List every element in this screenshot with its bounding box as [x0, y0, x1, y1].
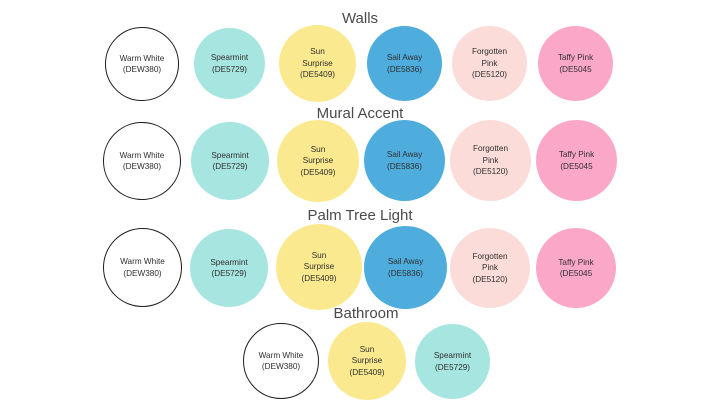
swatch-code: (DE5409): [299, 70, 336, 80]
swatch-code: (DE5120): [471, 70, 508, 80]
color-swatch-mural-accent-warm-white[interactable]: Warm White (DEW380): [103, 122, 181, 200]
swatch-code: (DEW380): [261, 362, 301, 371]
color-swatch-mural-accent-sail-away[interactable]: Sail Away (DE5836): [364, 120, 445, 201]
swatch-name: Sun: [311, 250, 327, 260]
color-swatch-mural-accent-taffy-pink[interactable]: Taffy Pink (DE5045: [536, 120, 617, 201]
color-swatch-walls-spearmint[interactable]: Spearmint (DE5729): [194, 28, 265, 99]
swatch-name: Warm White: [119, 53, 165, 63]
swatch-name-line2: Pink: [482, 155, 499, 165]
color-swatch-walls-warm-white[interactable]: Warm White (DEW380): [105, 27, 179, 101]
swatch-name: Sun: [310, 47, 325, 57]
swatch-code: (DE5120): [472, 167, 509, 177]
swatch-code: (DE5120): [472, 274, 508, 284]
swatch-name: Forgotten: [472, 251, 508, 261]
color-swatch-walls-sail-away[interactable]: Sail Away (DE5836): [367, 26, 442, 101]
swatch-code: (DEW380): [122, 65, 162, 74]
swatch-name: Sun: [359, 344, 375, 354]
swatch-name-line2: Pink: [481, 58, 498, 68]
swatch-code: (DE5045: [560, 161, 593, 171]
swatch-name: Sail Away: [387, 257, 424, 266]
swatch-code: (DE5045: [559, 64, 592, 74]
swatch-name: Warm White: [119, 150, 165, 160]
swatch-name: Spearmint: [210, 53, 249, 62]
color-swatch-palm-tree-light-warm-white[interactable]: Warm White (DEW380): [103, 228, 182, 307]
color-swatch-palm-tree-light-sail-away[interactable]: Sail Away (DE5836): [364, 226, 447, 309]
swatch-name: Taffy Pink: [557, 53, 594, 62]
swatch-code: (DEW380): [122, 162, 162, 171]
swatch-name-line2: Surprise: [351, 356, 383, 366]
swatch-code: (DE5729): [211, 64, 248, 74]
color-swatch-palm-tree-light-spearmint[interactable]: Spearmint (DE5729): [190, 229, 268, 307]
swatch-code: (DE5045: [559, 269, 593, 278]
color-swatch-bathroom-spearmint[interactable]: Spearmint (DE5729): [415, 324, 490, 399]
swatch-name: Sail Away: [386, 150, 423, 159]
color-swatch-palm-tree-light-taffy-pink[interactable]: Taffy Pink (DE5045: [536, 228, 616, 308]
swatch-name: Sun: [310, 144, 326, 154]
swatch-name-line2: Pink: [482, 263, 498, 273]
swatch-name-line2: Surprise: [303, 262, 335, 272]
swatch-code: (DE5729): [212, 162, 248, 171]
swatch-code: (DE5409): [301, 273, 337, 283]
swatch-name: Sail Away: [386, 53, 423, 62]
swatch-code: (DE5836): [386, 64, 423, 74]
swatch-name: Taffy Pink: [558, 150, 595, 159]
section-heading-bathroom: Bathroom: [333, 305, 399, 322]
swatch-name: Warm White: [258, 350, 304, 360]
swatch-name: Taffy Pink: [558, 257, 594, 267]
color-swatch-mural-accent-spearmint[interactable]: Spearmint (DE5729): [191, 122, 269, 200]
swatch-name: Forgotten: [472, 144, 509, 154]
color-swatch-bathroom-warm-white[interactable]: Warm White (DEW380): [243, 323, 319, 399]
swatch-name: Spearmint: [210, 257, 248, 267]
section-heading-walls: Walls: [341, 10, 379, 27]
swatch-code: (DE5836): [386, 161, 423, 171]
section-heading-mural-accent: Mural Accent: [316, 105, 404, 122]
swatch-code: (DE5729): [211, 269, 247, 278]
swatch-name: Forgotten: [471, 47, 508, 57]
swatch-code: (DE5409): [349, 367, 385, 377]
swatch-code: (DE5409): [300, 167, 336, 177]
swatch-code: (DE5729): [434, 362, 471, 372]
swatch-name: Spearmint: [433, 351, 472, 360]
color-swatch-walls-taffy-pink[interactable]: Taffy Pink (DE5045: [538, 26, 613, 101]
swatch-name: Warm White: [120, 257, 165, 266]
swatch-name: Spearmint: [211, 150, 249, 160]
swatch-name-line2: Surprise: [302, 58, 333, 68]
section-heading-palm-tree-light: Palm Tree Light: [307, 207, 413, 224]
swatch-code: (DE5836): [387, 268, 424, 278]
swatch-code: (DEW380): [123, 268, 162, 278]
swatch-name-line2: Surprise: [302, 156, 334, 166]
